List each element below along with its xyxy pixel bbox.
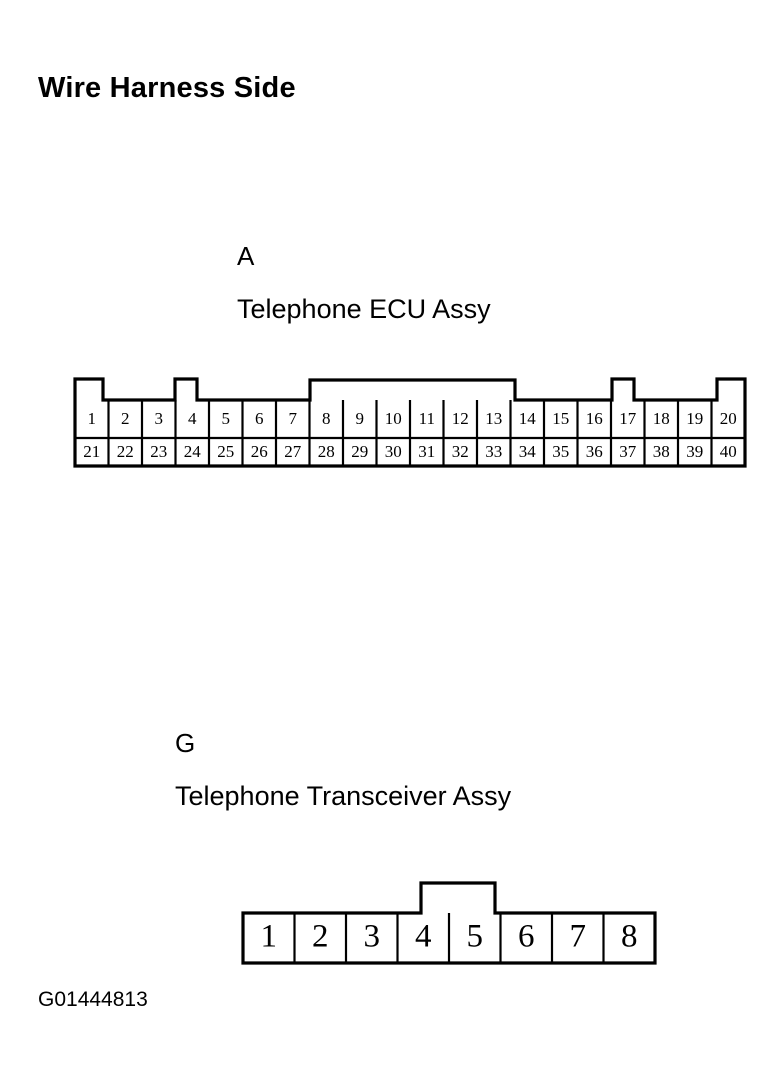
pin-number: 15: [552, 409, 569, 428]
pin-number: 33: [485, 442, 502, 461]
connector-g-name: Telephone Transceiver Assy: [175, 781, 512, 811]
pin-number: 26: [251, 442, 268, 461]
pin-number: 12: [452, 409, 469, 428]
pin-number: 23: [150, 442, 167, 461]
pin-number: 7: [570, 919, 587, 955]
pin-number: 31: [418, 442, 435, 461]
pin-number: 1: [88, 409, 97, 428]
pin-number: 25: [217, 442, 234, 461]
pin-number: 2: [312, 919, 329, 955]
pin-number: 24: [184, 442, 202, 461]
pin-number: 6: [518, 919, 535, 955]
pin-number: 38: [653, 442, 670, 461]
pin-number: 13: [485, 409, 502, 428]
pin-number: 17: [619, 409, 637, 428]
pin-number: 35: [552, 442, 569, 461]
pin-number: 5: [467, 919, 484, 955]
connector-g-code: G: [175, 728, 196, 758]
pin-number: 21: [83, 442, 100, 461]
pin-number: 22: [117, 442, 134, 461]
pin-number: 34: [519, 442, 537, 461]
pin-number: 28: [318, 442, 335, 461]
connector-a-code: A: [237, 241, 255, 271]
pin-number: 8: [322, 409, 331, 428]
pin-number: 37: [619, 442, 637, 461]
pin-number: 3: [364, 919, 381, 955]
pin-number: 20: [720, 409, 737, 428]
pin-number: 36: [586, 442, 603, 461]
pin-number: 11: [419, 409, 435, 428]
pin-number: 2: [121, 409, 130, 428]
pin-number: 7: [289, 409, 298, 428]
pin-number: 39: [686, 442, 703, 461]
pin-number: 16: [586, 409, 603, 428]
pin-number: 6: [255, 409, 263, 428]
pin-number: 32: [452, 442, 469, 461]
pin-number: 8: [621, 919, 638, 955]
pin-number: 10: [385, 409, 402, 428]
pin-number: 9: [356, 409, 365, 428]
pin-number: 18: [653, 409, 670, 428]
figure-reference-code: G01444813: [38, 988, 148, 1011]
page-title: Wire Harness Side: [38, 72, 296, 104]
pin-number: 19: [686, 409, 703, 428]
connector-a-name: Telephone ECU Assy: [237, 294, 491, 324]
pin-number: 4: [188, 409, 197, 428]
connector-g-caption: G Telephone Transceiver Assy: [175, 728, 511, 810]
connector-a-caption: A Telephone ECU Assy: [237, 241, 491, 323]
pin-number: 4: [415, 919, 432, 955]
pin-number: 27: [284, 442, 302, 461]
pin-number: 1: [261, 919, 278, 955]
pin-number: 30: [385, 442, 402, 461]
pin-number: 5: [222, 409, 231, 428]
pin-number: 40: [720, 442, 737, 461]
pin-number: 29: [351, 442, 368, 461]
pin-number: 3: [155, 409, 164, 428]
pin-number: 14: [519, 409, 537, 428]
